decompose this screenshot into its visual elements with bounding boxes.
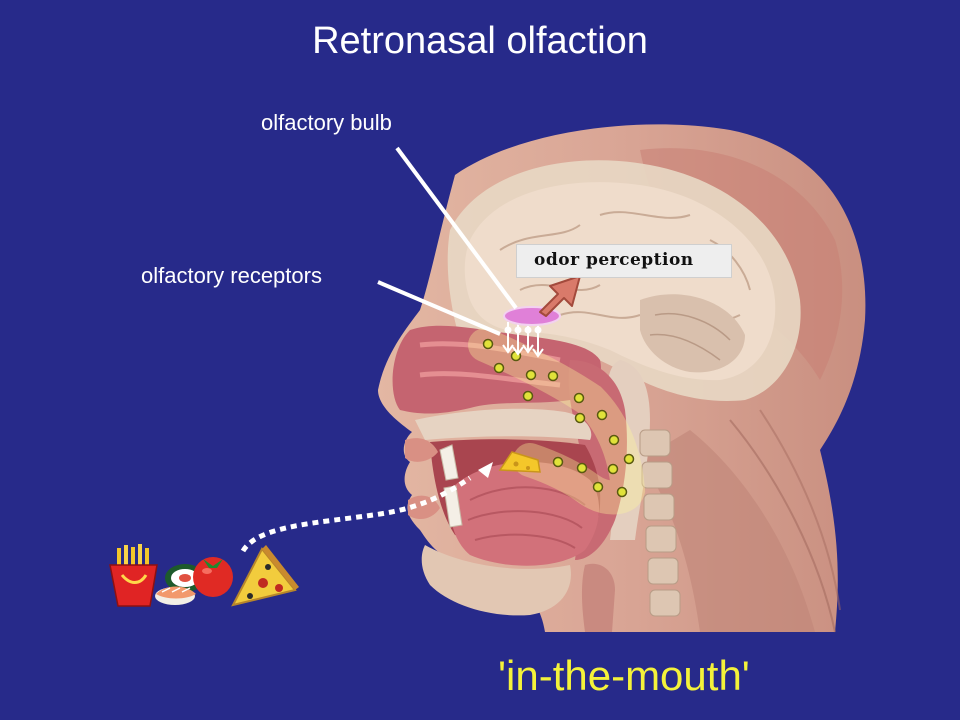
neck-muscles bbox=[640, 430, 815, 632]
perception-arrow bbox=[539, 275, 581, 317]
upper-lip bbox=[405, 438, 438, 462]
slide-title: Retronasal olfaction bbox=[312, 20, 648, 62]
olfactory-bulb-pointer bbox=[395, 146, 518, 310]
odor-perception-label: odor perception bbox=[534, 250, 694, 270]
retronasal-route-dotted-arrow bbox=[240, 475, 472, 553]
larynx bbox=[581, 563, 615, 632]
lower-jaw bbox=[421, 545, 571, 616]
pizza-slice-icon bbox=[231, 545, 299, 607]
palate bbox=[415, 408, 592, 440]
olfactory-receptor-cells bbox=[502, 322, 544, 358]
cervical-spine bbox=[639, 429, 681, 617]
route-arrowhead bbox=[478, 462, 493, 478]
french-fries-icon bbox=[109, 544, 158, 607]
odor-perception-box bbox=[516, 244, 732, 278]
tomato-icon bbox=[193, 557, 233, 597]
olfactory-bulb-label: olfactory bulb bbox=[261, 110, 392, 135]
olfactory-receptors-label: olfactory receptors bbox=[141, 263, 322, 288]
tongue bbox=[450, 461, 600, 566]
olfactory-receptors-pointer bbox=[377, 280, 501, 336]
cheese-icon bbox=[498, 451, 541, 473]
in-the-mouth-caption: 'in-the-mouth' bbox=[498, 652, 750, 699]
